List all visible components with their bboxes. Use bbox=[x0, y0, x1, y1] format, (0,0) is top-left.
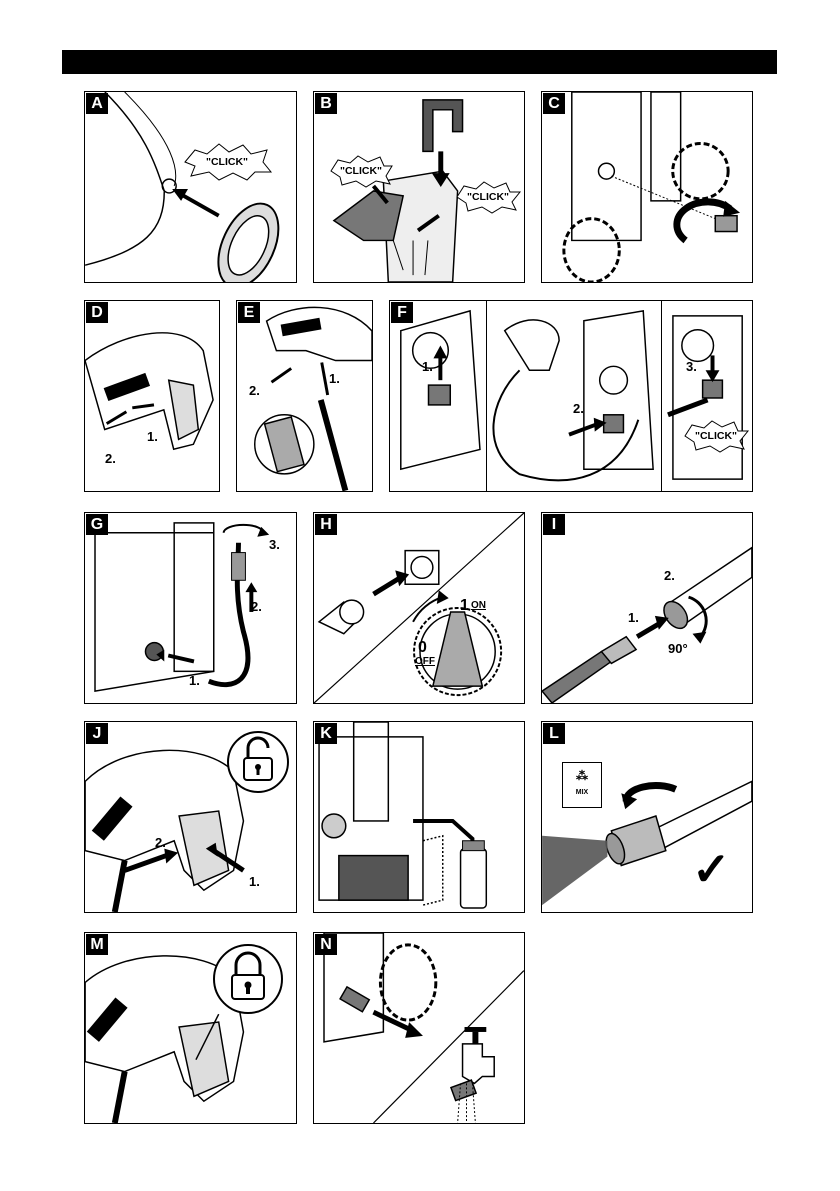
hose-connect-illustration bbox=[390, 301, 752, 491]
click-text: "CLICK" bbox=[682, 419, 750, 453]
click-burst: "CLICK" bbox=[682, 419, 750, 453]
padlock-closed-icon bbox=[212, 943, 284, 1015]
detergent-tank-illustration bbox=[314, 722, 524, 912]
header-bar bbox=[62, 50, 777, 74]
panel-c: C bbox=[541, 91, 753, 283]
panel-k: K bbox=[313, 721, 525, 913]
panel-i: I 1. 2. 90° bbox=[541, 512, 753, 704]
step-1-label: 1. bbox=[249, 874, 260, 889]
step-2-label: 2. bbox=[573, 401, 584, 416]
step-2-label: 2. bbox=[664, 568, 675, 583]
detergent-mix-icon: ⁂ MIX bbox=[562, 762, 602, 808]
panel-e: E 1. 2. bbox=[236, 300, 373, 492]
step-1-label: 1. bbox=[422, 359, 433, 374]
panel-label: N bbox=[315, 934, 337, 955]
panel-h: H 1 ON 0 OFF bbox=[313, 512, 525, 704]
panel-l: L ⁂ MIX ✓ bbox=[541, 721, 753, 913]
on-text: ON bbox=[471, 600, 486, 611]
panel-m: M bbox=[84, 932, 297, 1124]
panel-label: L bbox=[543, 723, 565, 744]
panel-j: J 2. 1. bbox=[84, 721, 297, 913]
panel-label: J bbox=[86, 723, 108, 744]
panel-label: C bbox=[543, 93, 565, 114]
panel-label: A bbox=[86, 93, 108, 114]
panel-label: B bbox=[315, 93, 337, 114]
off-number: 0 bbox=[418, 639, 427, 657]
click-text: "CLICK" bbox=[328, 154, 394, 188]
step-2-label: 2. bbox=[249, 383, 260, 398]
hose-connector-illustration bbox=[542, 92, 752, 282]
checkmark-icon: ✓ bbox=[692, 842, 731, 896]
panel-label: K bbox=[315, 723, 337, 744]
panel-label: I bbox=[543, 514, 565, 535]
step-1-label: 1. bbox=[147, 429, 158, 444]
step-1-label: 1. bbox=[628, 610, 639, 625]
panel-label: E bbox=[238, 302, 260, 323]
panel-n: N bbox=[313, 932, 525, 1124]
click-burst: "CLICK" bbox=[181, 142, 273, 182]
step-2-label: 2. bbox=[155, 835, 166, 850]
panel-b: B "CLICK" "CLICK" bbox=[313, 91, 525, 283]
click-text: "CLICK" bbox=[454, 180, 522, 214]
panel-label: M bbox=[86, 934, 108, 955]
step-3-label: 3. bbox=[686, 359, 697, 374]
panel-f: F 1. 2. 3. "CLICK" bbox=[389, 300, 753, 492]
step-1-label: 1. bbox=[329, 371, 340, 386]
panel-label: G bbox=[86, 514, 108, 535]
wheel-attach-illustration bbox=[85, 92, 296, 282]
click-burst-right: "CLICK" bbox=[454, 180, 522, 214]
off-text: OFF bbox=[415, 656, 435, 667]
panel-a: A "CLICK" bbox=[84, 91, 297, 283]
step-3-label: 3. bbox=[269, 537, 280, 552]
angle-label: 90° bbox=[668, 641, 688, 656]
panel-label: D bbox=[86, 302, 108, 323]
click-burst-left: "CLICK" bbox=[328, 154, 394, 188]
click-text: "CLICK" bbox=[181, 142, 273, 182]
filter-clean-illustration bbox=[314, 933, 524, 1123]
panel-label: F bbox=[391, 302, 413, 323]
step-2-label: 2. bbox=[251, 599, 262, 614]
step-2-label: 2. bbox=[105, 451, 116, 466]
panel-d: D 1. 2. bbox=[84, 300, 220, 492]
padlock-open-icon bbox=[226, 730, 290, 794]
panel-g: G 1. 2. 3. bbox=[84, 512, 297, 704]
panel-label: H bbox=[315, 514, 337, 535]
step-1-label: 1. bbox=[189, 673, 200, 688]
mix-label: MIX bbox=[563, 789, 601, 796]
power-switch-illustration bbox=[314, 513, 524, 703]
nozzle-attach-illustration bbox=[542, 513, 752, 703]
on-number: 1 bbox=[460, 597, 469, 615]
